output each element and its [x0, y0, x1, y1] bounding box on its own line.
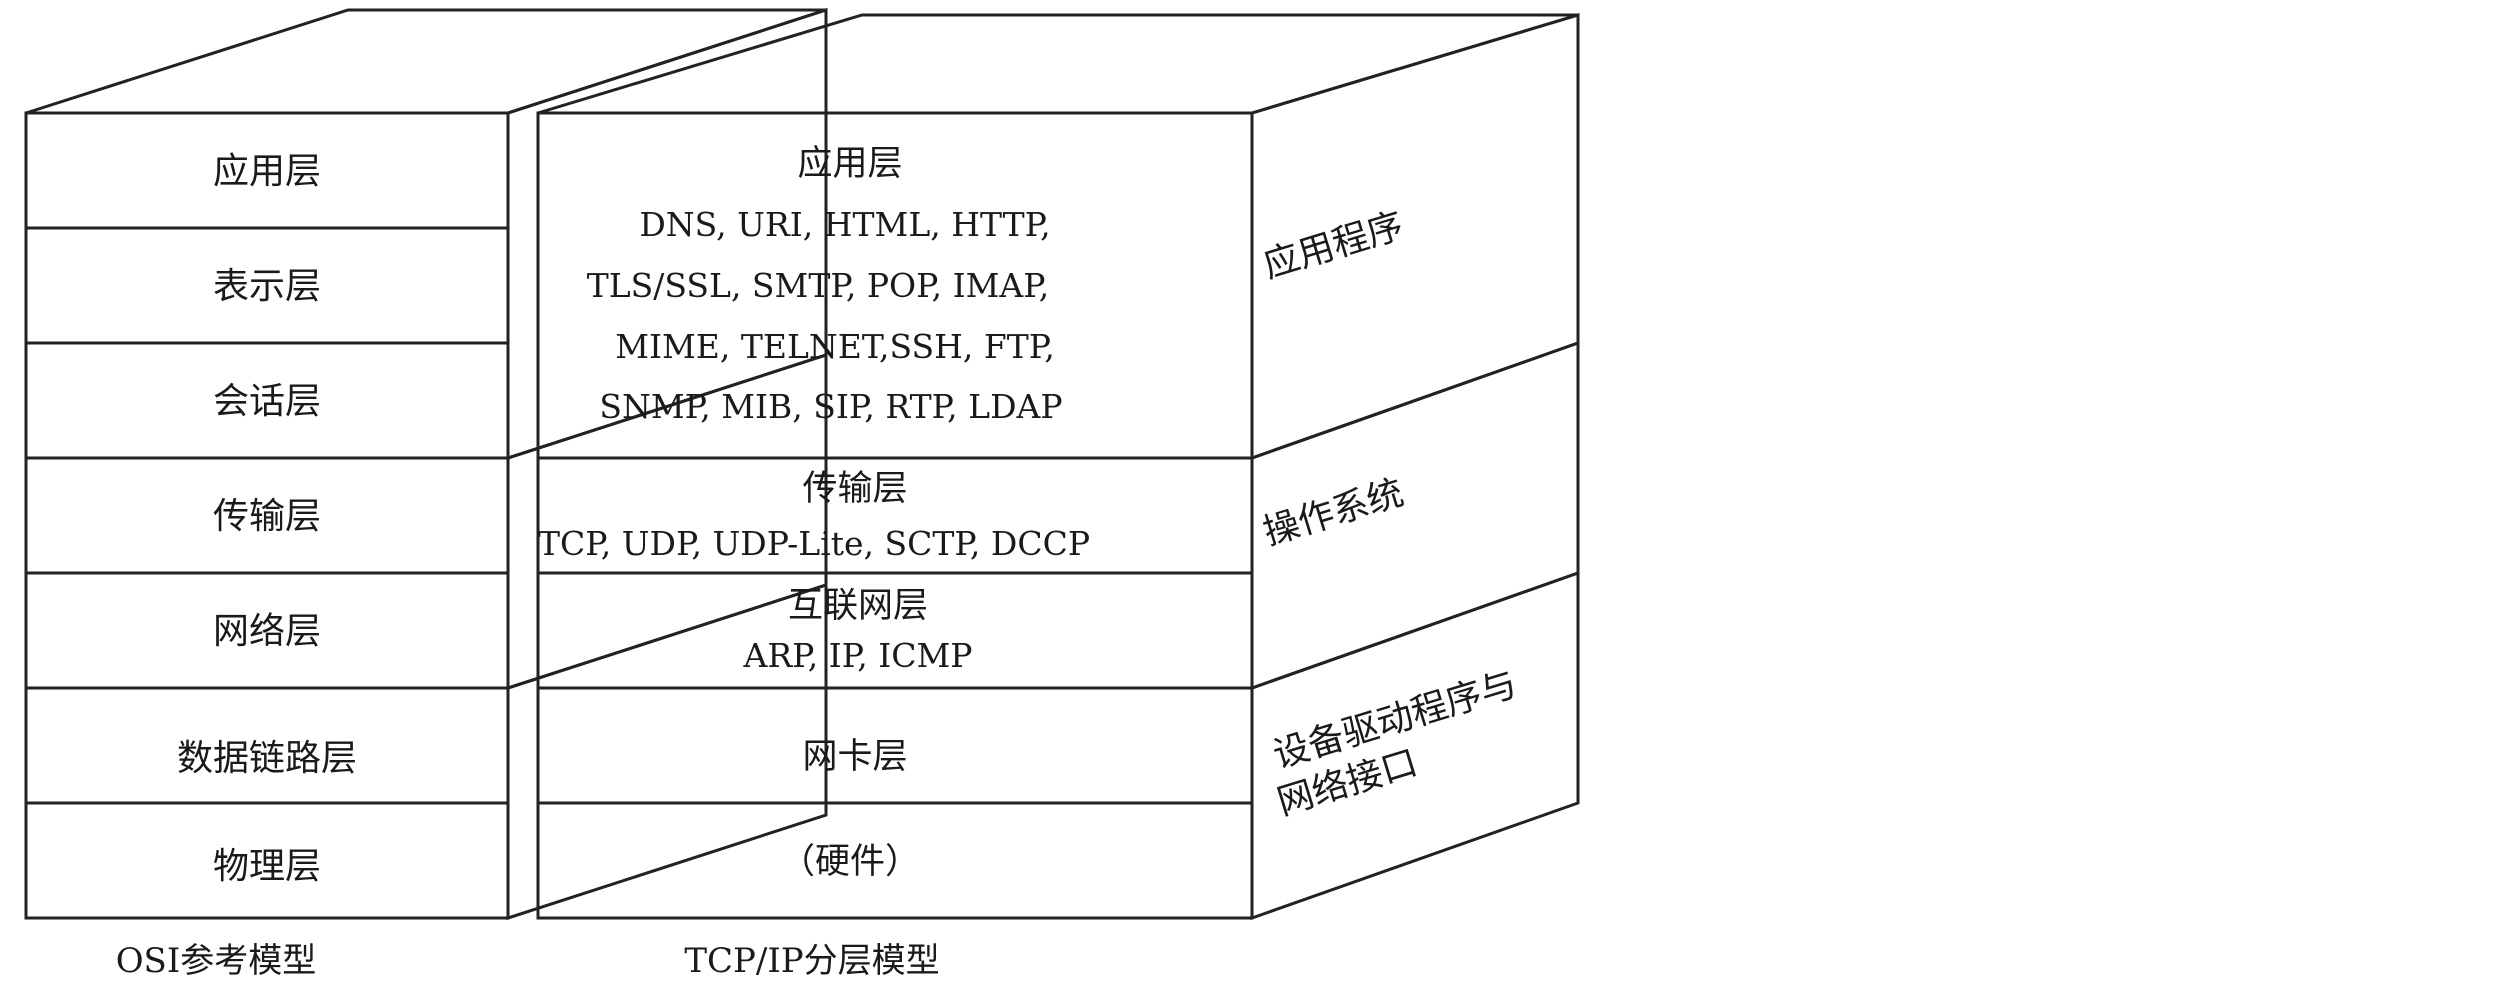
- side-label-operating-system: 操作系统: [1259, 472, 1409, 553]
- osi-model: 应用层 表示层 会话层 传输层 网络层 数据链路层 物理层: [24, 7, 828, 921]
- tcpip-name-hardware: （硬件）: [780, 842, 920, 882]
- osi-label-physical: 物理层: [213, 846, 321, 887]
- tcpip-app-protocols-line-3: MIME, TELNET,SSH, FTP,: [615, 327, 1055, 366]
- tcpip-app-protocols-line-4: SNMP, MIB, SIP, RTP, LDAP: [599, 387, 1062, 426]
- osi-side-face-lower: [506, 582, 828, 921]
- tcpip-caption: TCP/IP分层模型: [684, 941, 939, 981]
- tcpip-name-application: 应用层: [797, 144, 902, 184]
- osi-caption: OSI参考模型: [116, 941, 317, 981]
- tcpip-app-protocols-line-1: DNS, URI, HTML, HTTP,: [639, 205, 1050, 244]
- tcpip-transport-protocols: TCP, UDP, UDP-Lite, SCTP, DCCP: [538, 524, 1090, 563]
- tcpip-layer-hardware: [536, 801, 1254, 920]
- tcpip-app-protocols-line-2: TLS/SSL, SMTP, POP, IMAP,: [587, 266, 1050, 305]
- osi-label-transport: 传输层: [213, 496, 321, 537]
- osi-layer-physical: [24, 801, 510, 920]
- side-label-application-program: 应用程序: [1259, 205, 1409, 286]
- tcpip-name-transport: 传输层: [802, 469, 907, 509]
- osi-label-data-link: 数据链路层: [177, 738, 357, 779]
- tcpip-internet-protocols: ARP, IP, ICMP: [743, 636, 973, 675]
- tcpip-top-face: [537, 13, 1579, 115]
- tcpip-model: 应用层 DNS, URI, HTML, HTTP, TLS/SSL, SMTP,…: [536, 12, 1580, 921]
- tcpip-name-nic: 网卡层: [802, 737, 907, 777]
- osi-label-network: 网络层: [213, 611, 321, 652]
- osi-label-application: 应用层: [213, 151, 321, 192]
- osi-label-session: 会话层: [213, 381, 321, 422]
- tcpip-name-internet: 互联网层: [788, 586, 928, 626]
- osi-label-presentation: 表示层: [213, 266, 321, 307]
